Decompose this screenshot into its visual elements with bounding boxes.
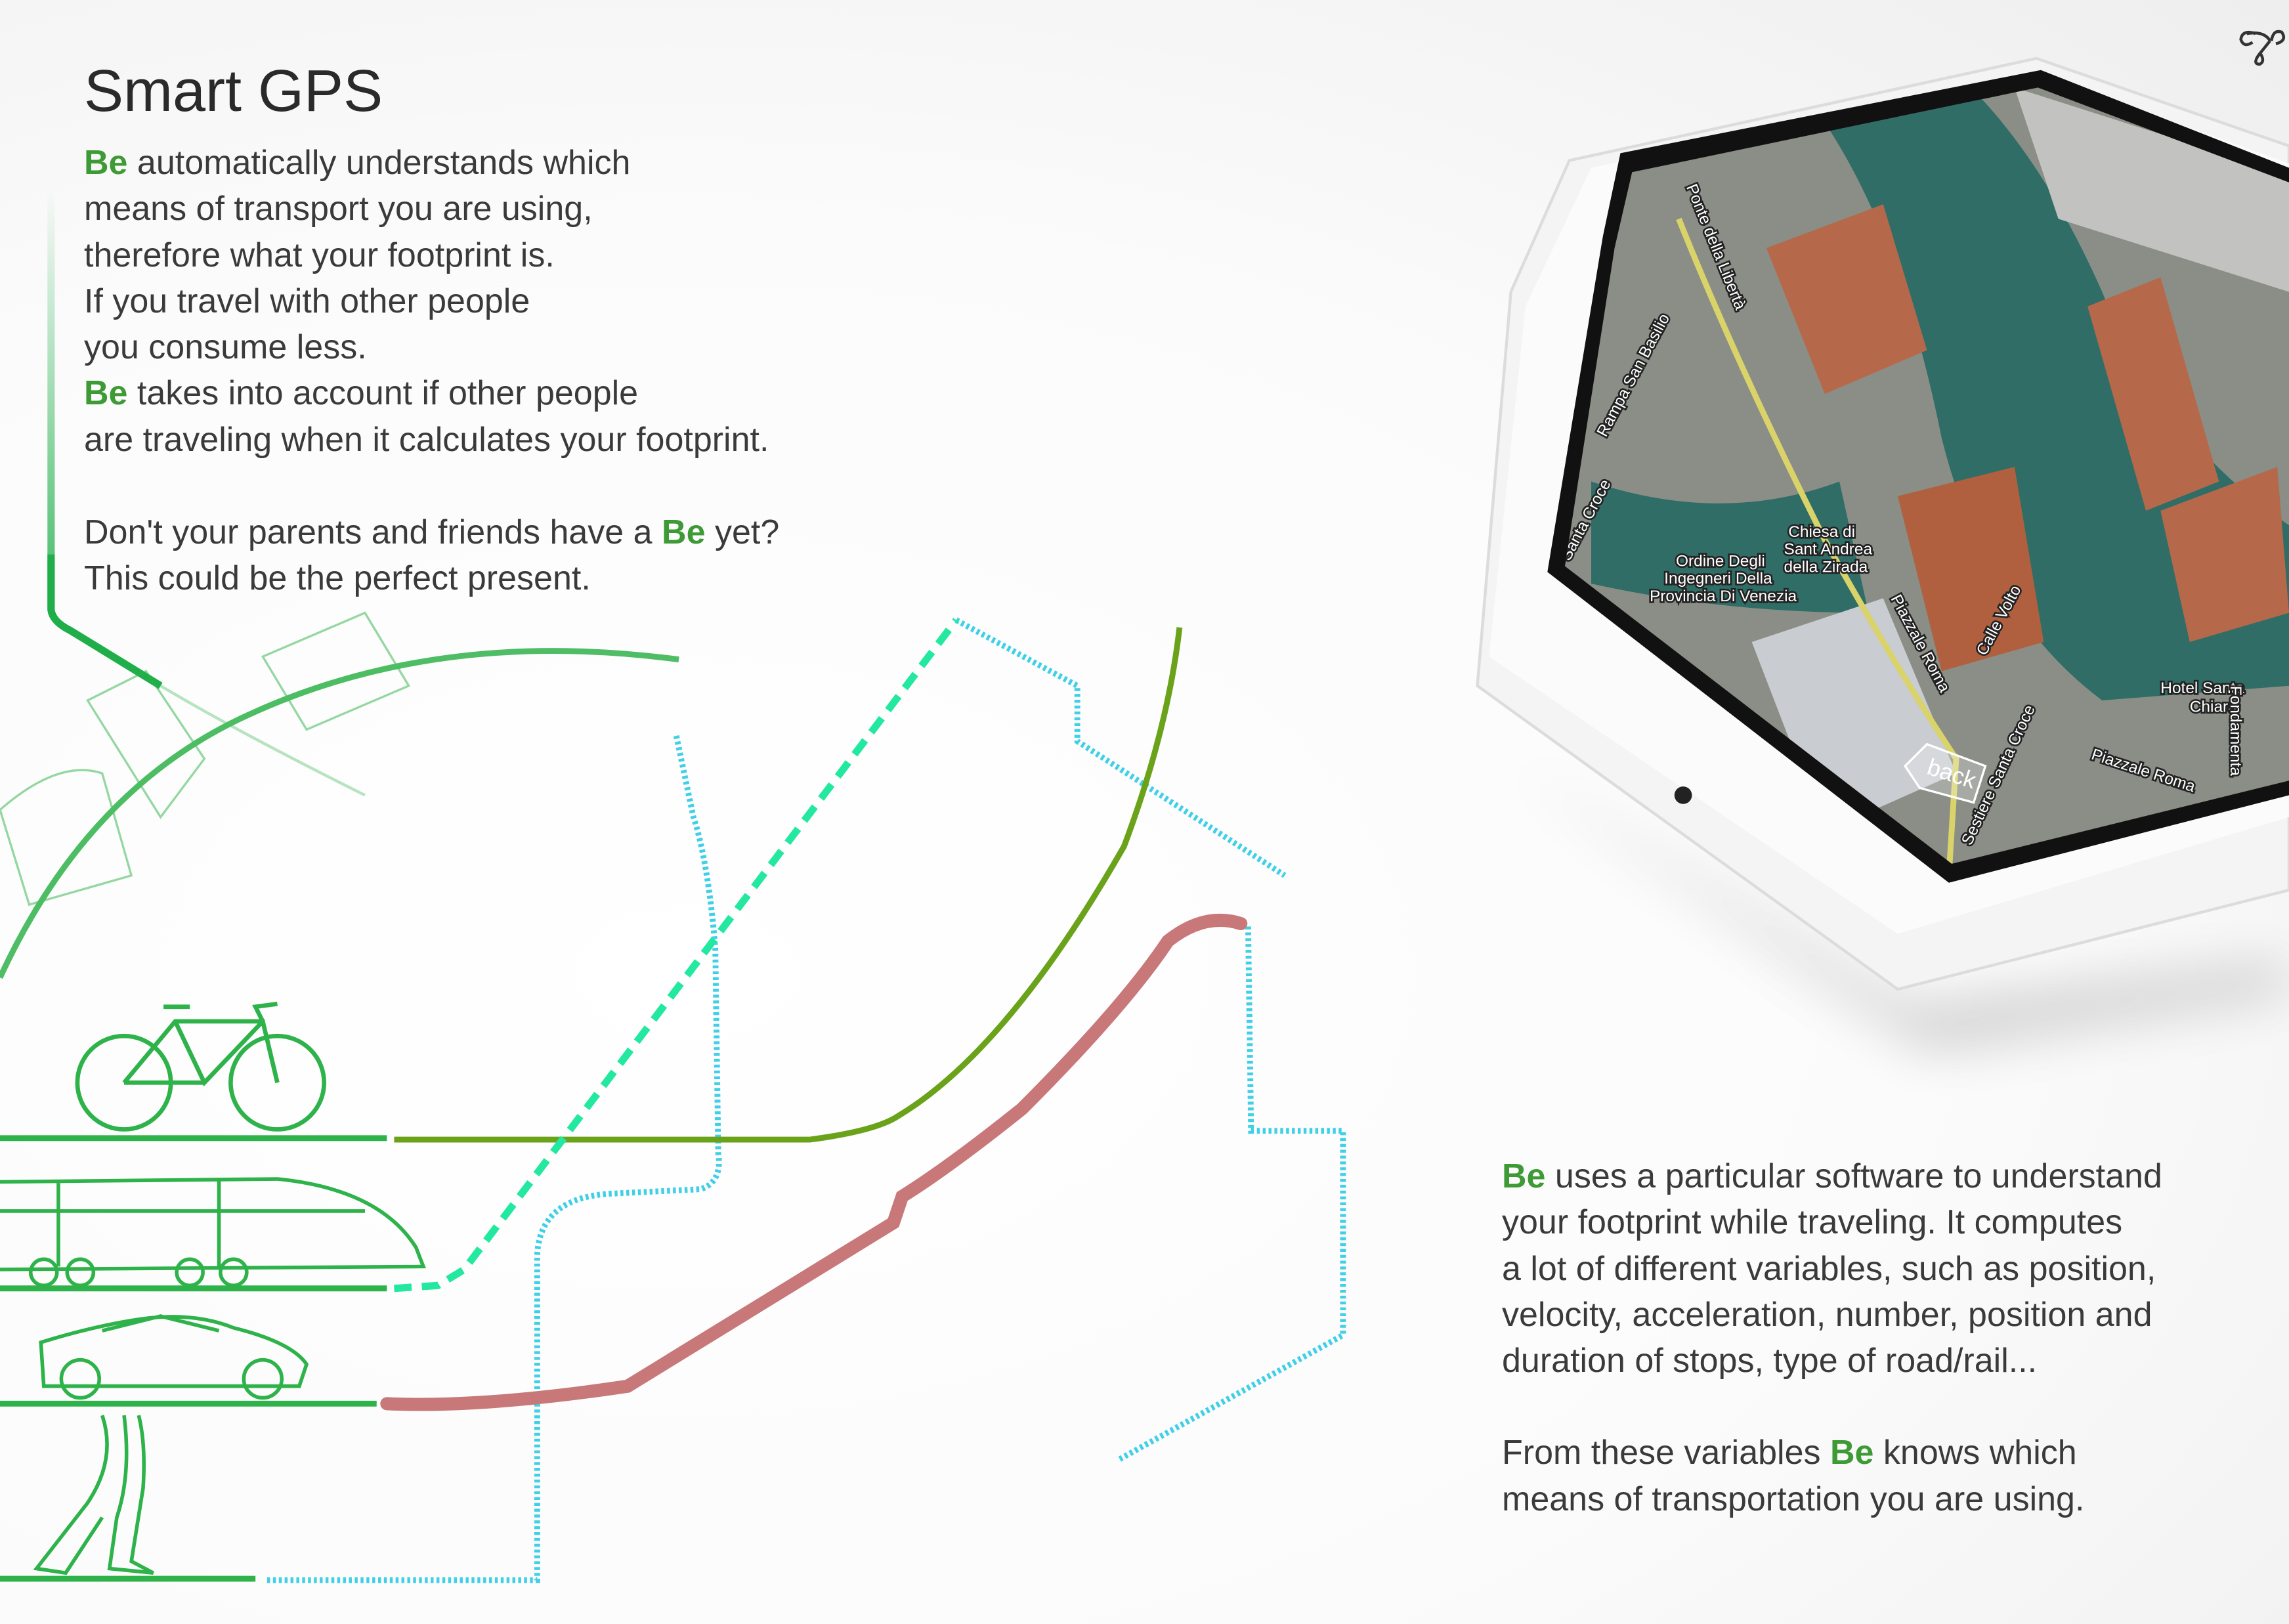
text-line: uses a particular software to understand (1545, 1157, 2162, 1195)
globe-sketch (0, 611, 679, 979)
brand-word: Be (84, 374, 128, 413)
brand-word: Be (84, 144, 128, 182)
back-button[interactable]: back (1903, 742, 1987, 804)
map-label: Hotel Santa (2160, 679, 2244, 697)
gift-paragraph: Don't your parents and friends have a Be… (84, 509, 779, 602)
map-label: Fondamenta (2227, 686, 2244, 777)
map-label: Provincia Di Venezia (1650, 588, 1797, 605)
car-icon (39, 1314, 309, 1400)
intro-paragraph: Be automatically understands which means… (84, 140, 769, 463)
brand-word: Be (1829, 1434, 1874, 1472)
text-line: yet? (705, 513, 780, 551)
car-route (380, 914, 1248, 1411)
gps-device: Ponte della Libertà Rampa San Basilio Sa… (1476, 56, 2289, 1051)
walking-person-icon (33, 1415, 154, 1575)
software-paragraph: Be uses a particular software to underst… (1502, 1153, 2162, 1522)
ground-lines (0, 1135, 387, 1582)
map-label: Chiesa di (1788, 523, 1855, 541)
text-line: therefore what your footprint is. (84, 236, 555, 274)
map-label: della Zirada (1784, 558, 1868, 576)
text-line: From these variables (1502, 1434, 1830, 1472)
brand-logo-icon (2239, 30, 2286, 66)
text-line: duration of stops, type of road/rail... (1502, 1342, 2038, 1380)
text-line: Don't your parents and friends have a (84, 513, 662, 551)
text-line: automatically understands which (127, 144, 631, 182)
brand-word: Be (662, 513, 706, 551)
text-line: means of transport you are using, (84, 190, 593, 228)
text-line: takes into account if other people (127, 374, 639, 413)
bike-route (394, 627, 1183, 1143)
map-label: Chiara (2190, 698, 2237, 716)
map-label: Ingegneri Della (1664, 570, 1772, 588)
text-line: If you travel with other people (84, 282, 530, 320)
walk-route-3 (1118, 926, 1346, 1462)
device-port-icon (1674, 786, 1692, 804)
text-line: a lot of different variables, such as po… (1502, 1249, 2156, 1288)
text-line: velocity, acceleration, number, position… (1502, 1295, 2152, 1334)
walk-route (267, 733, 722, 1583)
brand-word: Be (1502, 1157, 1546, 1195)
text-line: you consume less. (84, 328, 367, 367)
text-line: knows which (1873, 1434, 2077, 1472)
text-line: your footprint while traveling. It compu… (1502, 1203, 2123, 1242)
walk-route-2 (954, 617, 1287, 878)
text-line: means of transportation you are using. (1502, 1480, 2085, 1518)
text-line: This could be the perfect present. (84, 559, 591, 598)
train-route (394, 618, 960, 1293)
map-label: Ordine Degli (1676, 552, 1765, 570)
page-title: Smart GPS (84, 58, 383, 124)
text-line: are traveling when it calculates your fo… (84, 420, 769, 459)
bicycle-icon (75, 1001, 327, 1132)
map-label: Sant Andrea (1784, 541, 1873, 559)
train-icon (0, 1177, 426, 1288)
